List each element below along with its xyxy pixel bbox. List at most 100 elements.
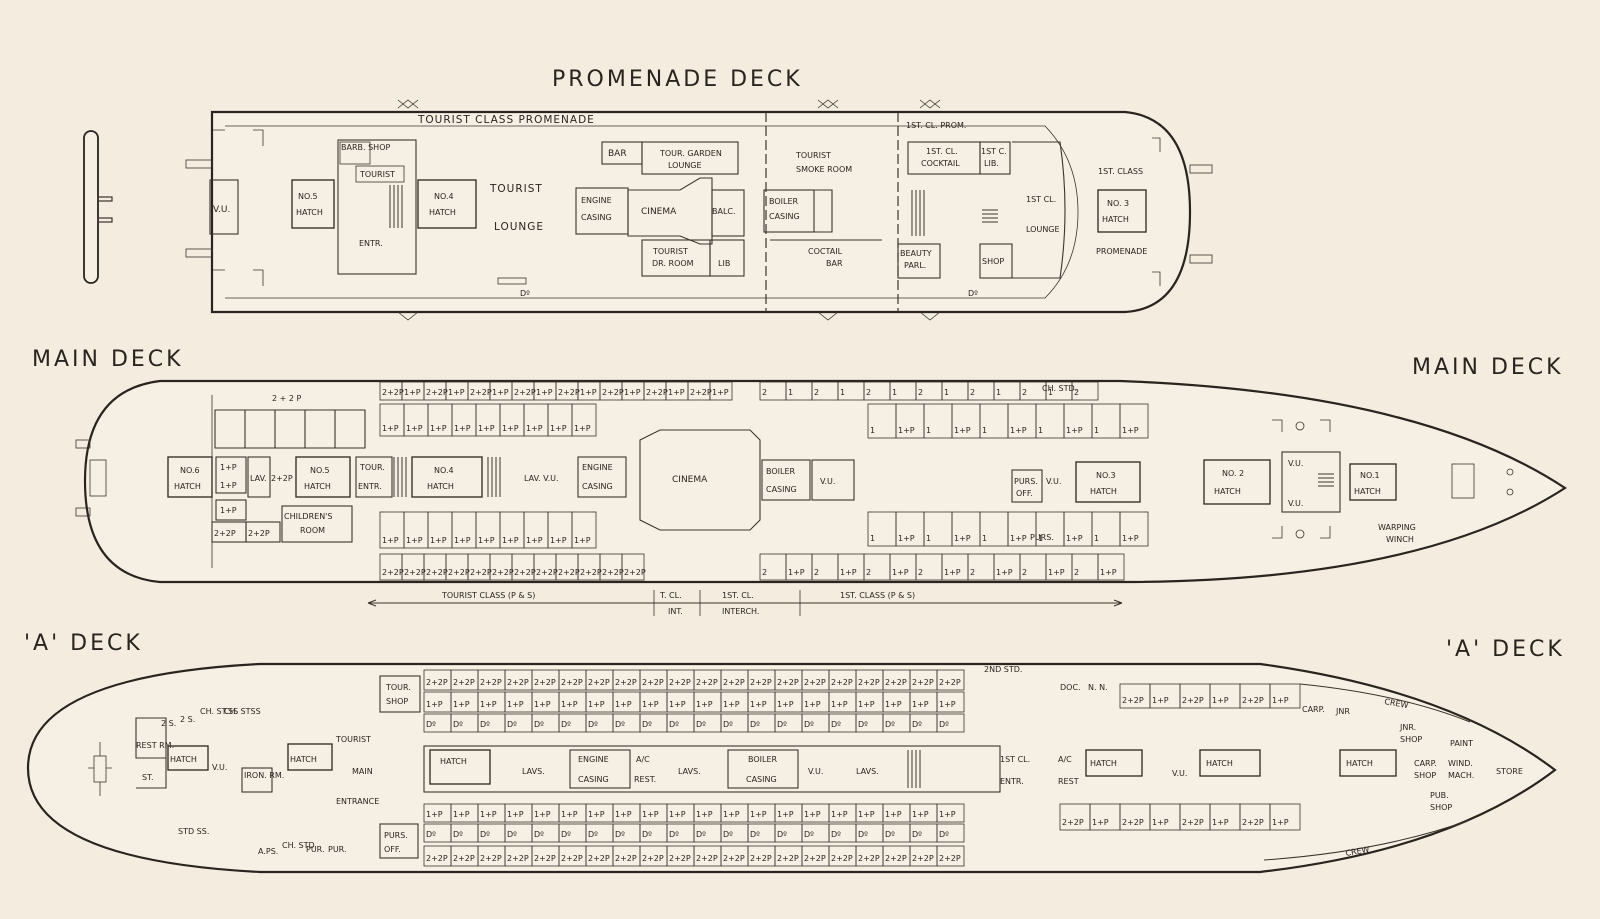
a-bot-row3-label: 2+2P [588,854,610,863]
a-carp-shop-sub: SHOP [1414,771,1436,780]
first-lib-sub: LIB. [984,159,999,168]
a-bot-row2-cell [936,823,965,843]
a-bot-row4-label: 1+P [1212,818,1229,827]
crew-top: CREW [1384,697,1409,710]
main-lav-aft: LAV. [250,474,267,483]
a-bot-row4-label: 1+P [1092,818,1109,827]
main-bot-row3-label: 1+P [944,568,961,577]
main-bot-row3-label: 2 [814,568,819,577]
a-top-row1-label: 2+2P [588,678,610,687]
a-top-row2-label: 1+P [831,700,848,709]
a-store: STORE [1496,767,1523,776]
main-top-row4-label: 1 [1094,426,1099,435]
main-no5-label: NO.5 [310,466,330,475]
main-top-row1-label: 2+2P [646,388,668,397]
a-ac-rest-b: A/C [1058,755,1072,764]
main-bot-row4-label: 1 [1094,534,1099,543]
main-bot-row2-label: 2+2P [558,568,580,577]
main-top-row3-label: 1 [996,388,1001,397]
a-bot-row1-label: 1+P [426,810,443,819]
childrens-room-sub: ROOM [300,526,325,535]
a-bot-row1-label: 1+P [507,810,524,819]
tourist-stairs [389,185,403,228]
a-top-row4-label: 2+2P [1122,696,1144,705]
main-top-row2-label: 1+P [478,424,495,433]
main-bot-row3-label: 2 [866,568,871,577]
a-top-row4-label: 1+P [1272,696,1289,705]
first-cl-label: 1ST. CL. [722,591,754,600]
a-bot-row3-label: 2+2P [696,854,718,863]
a-bot-row3-label: 2+2P [426,854,448,863]
a-top-row1-label: 2+2P [831,678,853,687]
a-top-row2-label: 1+P [507,700,524,709]
main-tour-entr-sub: ENTR. [358,482,382,491]
promenade-deck: PROMENADE DECK V.U. [83,67,1213,321]
main-top-row4-label: 1+P [1122,426,1139,435]
main-top-row3-label: 2 [866,388,871,397]
a-bot-row2-label: Dº [588,830,598,839]
crew-bottom: CREW [1345,845,1370,858]
a-bot-row2-label: Dº [696,830,706,839]
a-bot-row4-label: 2+2P [1182,818,1204,827]
beauty-parlour-sub: PARL. [904,261,926,270]
a-nn: N. N. [1088,683,1108,692]
main-cinema-label: CINEMA [672,475,708,485]
a-top-row2-label: 1+P [912,700,929,709]
main-top-row3-label: 1 [944,388,949,397]
a-paint: PAINT [1450,739,1473,748]
a-bot-row1-label: 1+P [642,810,659,819]
main-aft-22p: 2 + 2 P [272,394,302,403]
first-lounge-label: 1ST CL. [1026,195,1056,204]
a-top-row3-label: Dº [615,720,625,729]
main-bot-row1-label: 1+P [382,536,399,545]
tour-shop-label: TOUR. [385,683,411,692]
a-2nd-std: 2ND STD. [984,665,1022,674]
a-engine-casing-sub: CASING [578,775,609,784]
first-cocktail-sub: COCKTAIL [921,159,960,168]
a-bot-row3-label: 2+2P [507,854,529,863]
main-bot-row4-label: 1+P [954,534,971,543]
a-top-row3-label: Dº [777,720,787,729]
no5-hatch-sub: HATCH [296,208,323,217]
a-ch-std: CH. STD [282,841,315,850]
a-top-row1-label: 2+2P [804,678,826,687]
promenade-cinema: CINEMA [641,207,677,217]
main-top-row2-label: 1+P [382,424,399,433]
a-bot-row2-label: Dº [480,830,490,839]
a-top-row3-label: Dº [507,720,517,729]
a-top-row4-label: 2+2P [1182,696,1204,705]
main-bot-row2-label: 2+2P [426,568,448,577]
a-deck-hull [26,662,1557,874]
garden-lounge-sub: LOUNGE [668,161,702,170]
a-bot-row3-label: 2+2P [885,854,907,863]
a-bot-row2-label: Dº [885,830,895,839]
boiler-casing-label: BOILER [769,197,799,206]
main-deck-title-right: MAIN DECK [1412,355,1564,380]
main-engine-casing-sub: CASING [582,482,613,491]
tourist-dr-room: TOURIST [652,247,688,256]
a-bot-row3-label: 2+2P [777,854,799,863]
a-bot-row4-label: 2+2P [1122,818,1144,827]
main-top-row1-label: 1+P [580,388,597,397]
a-top-row2-label: 1+P [561,700,578,709]
main-top-row4-label: 1 [982,426,987,435]
a-carp-shop: CARP. [1414,759,1437,768]
a-top-row3-label: Dº [642,720,652,729]
a-bot-row1-label: 1+P [696,810,713,819]
promenade-entr: ENTR. [359,239,383,248]
a-carp: CARP. [1302,705,1325,714]
a-hatch-6: HATCH [1346,759,1373,768]
a-bot-row3-label: 2+2P [669,854,691,863]
main-top-row2-label: 1+P [454,424,471,433]
main-bot-row2-label: 2+2P [536,568,558,577]
a-top-row3-label: Dº [480,720,490,729]
a-bot-row2-label: Dº [831,830,841,839]
main-top-row1-label: 2+2P [426,388,448,397]
main-top-row3-label: 2 [970,388,975,397]
main-top-row2-label: 1+P [502,424,519,433]
a-top-row2-label: 1+P [696,700,713,709]
a-top-row3-label: Dº [588,720,598,729]
